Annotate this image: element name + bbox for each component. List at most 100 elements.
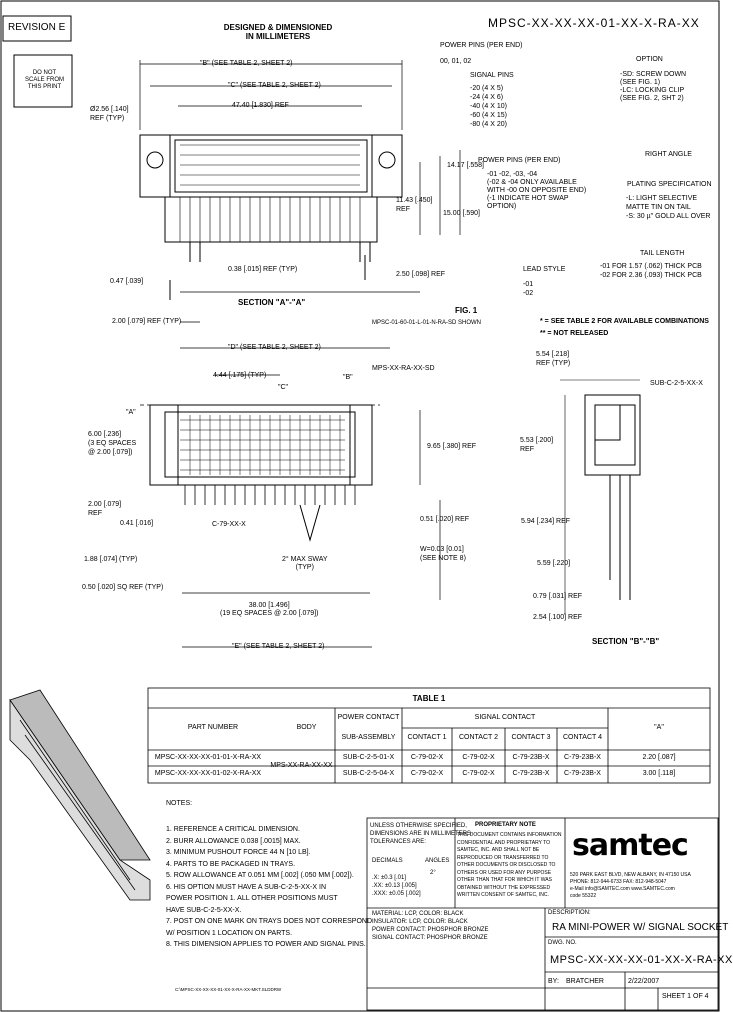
table-cell: 3.00 [.118] [642, 770, 676, 777]
date-value: 2/22/2007 [628, 978, 660, 985]
callout-power-per-end: POWER PINS (PER END) [478, 157, 561, 164]
section-aa-label: SECTION "A"-"A" [238, 298, 306, 307]
not-released-note: ** = NOT RELEASED [540, 330, 609, 337]
table-cell: SUB-C-2-5-01-X [342, 754, 395, 761]
sheet-number: SHEET 1 OF 4 [662, 993, 709, 1000]
dim-d: "D" (SEE TABLE 2, SHEET 2) [228, 344, 321, 351]
table-row: MPSC-XX-XX-XX-01-01-X-RA-XX [154, 754, 262, 761]
middle-connector-view [149, 404, 373, 542]
callout-plating: PLATING SPECIFICATION [627, 181, 712, 188]
table1-header-body: BODY [296, 724, 317, 731]
dim-1143: 11.43 [.450]REF [396, 197, 433, 213]
dim-553: 5.53 [.200]REF [520, 437, 554, 453]
do-not-scale-box [13, 54, 73, 108]
table1-header-power: POWER CONTACT [337, 714, 400, 721]
callout-power-per-end-list: -01 -02, -03, -04(-02 & -04 ONLY AVAILAB… [487, 171, 587, 210]
table1-contact2: CONTACT 2 [458, 734, 499, 741]
revision-label: REVISION E [8, 22, 66, 33]
table1-contact4: CONTACT 4 [562, 734, 603, 741]
dim-186: 1.88 [.074] (TYP) [84, 556, 138, 563]
file-path: C:\MPSC-XX-XX-XX-01-XX-X-RA-XX-MKT.SLDDR… [175, 987, 282, 992]
table1-sub-assembly: SUB-ASSEMBLY [341, 734, 396, 741]
top-connector-view [139, 134, 403, 262]
dim-e: "E" (SEE TABLE 2, SHEET 2) [232, 643, 325, 650]
dim-b: "B" (SEE TABLE 2, SHEET 2) [200, 60, 293, 67]
dwg-number: MPSC-XX-XX-XX-01-XX-X-RA-XX [550, 954, 733, 966]
callout-lead-list: -01-02 [523, 281, 534, 297]
see-table-note: * = SEE TABLE 2 FOR AVAILABLE COMBINATIO… [540, 318, 709, 325]
dim-38: 38.00 [1.496](19 EQ SPACES @ 2.00 [.079]… [220, 602, 319, 617]
table-row: MPSC-XX-XX-XX-01-02-X-RA-XX [154, 770, 262, 777]
callout-lead-style: LEAD STYLE [523, 266, 566, 273]
dim-047: 0.47 [.039] [110, 278, 144, 285]
dim-050: 0.50 [.020] SQ REF (TYP) [82, 584, 164, 591]
by-value: BRATCHER [566, 978, 604, 985]
dim-200a: 2.00 [.079] REF (TYP) [112, 318, 182, 325]
section-bb-view [560, 379, 641, 615]
notes-list: 1. REFERENCE A CRITICAL DIMENSION.2. BUR… [166, 826, 373, 948]
callout-tail-list: -01 FOR 1.57 (.062) THICK PCB-02 FOR 2.3… [600, 263, 702, 279]
callout-signal-list: -20 (4 X 5)-24 (4 X 6) -40 (4 X 10)-60 (… [470, 85, 507, 128]
section-a-marker: "A" [126, 409, 136, 416]
dim-444: 4.44 [.175] (TYP) [213, 372, 267, 379]
dim-554: 5.54 [.218]REF (TYP) [536, 351, 571, 367]
dim-965: 9.65 [.380] REF [427, 443, 477, 450]
dim-1417: 14.17 [.558] [447, 162, 484, 169]
description-label: DESCRIPTION: [548, 910, 591, 916]
callout-right-angle: RIGHT ANGLE [645, 151, 692, 158]
decimals-values: .X: ±0.3 [.01].XX: ±0.13 [.005].XXX: ±0.… [372, 875, 421, 897]
decimals-label: DECIMALS [372, 858, 403, 864]
table-cell: C-79-23B-X [564, 754, 601, 761]
table-cell: C-79-02-X [410, 770, 444, 777]
notes-title: NOTES: [166, 800, 193, 807]
table-cell: SUB-C-2-5-04-X [342, 770, 395, 777]
table1-header-a: "A" [654, 724, 664, 731]
callout-option-list: -SD: SCREW DOWN(SEE FIG. 1) -LC: LOCKING… [620, 71, 687, 102]
dwg-label: DWG. NO. [548, 940, 577, 946]
table-cell: C-79-23B-X [564, 770, 601, 777]
title-block [366, 817, 719, 1011]
angles-label: ANGLES [425, 858, 450, 864]
table1-body-value: MPS-XX-RA-XX-XX [270, 762, 333, 769]
table-cell: C-79-02-X [410, 754, 444, 761]
dim-051: 0.51 [.020] REF [420, 516, 470, 523]
table-cell: 2.20 [.087] [642, 754, 676, 761]
callout-tail-length: TAIL LENGTH [640, 250, 685, 257]
company-address: 520 PARK EAST BLVD, NEW ALBANY, IN 47150… [570, 872, 691, 899]
proprietary-title: PROPRIETARY NOTE [475, 822, 536, 828]
top-dimension-lines [139, 60, 461, 648]
callout-power-pins-values: 00, 01, 02 [440, 58, 472, 65]
description-value: RA MINI-POWER W/ SIGNAL SOCKET [552, 922, 729, 933]
dim-038: 0.38 [.015] REF (TYP) [228, 266, 298, 273]
callout-option: OPTION [636, 56, 663, 63]
dim-079: 0.79 [.031] REF [533, 593, 583, 600]
dim-250: 2.50 [.098] REF [396, 271, 446, 278]
samtec-logo: samtec [572, 828, 689, 863]
dim-256: Ø2.56 [.140]REF (TYP) [90, 106, 129, 122]
table-cell: C-79-23B-X [512, 770, 550, 777]
dim-1300: 15.00 [.590] [443, 210, 480, 217]
tolerances-text: UNLESS OTHERWISE SPECIFIED,DIMENSIONS AR… [370, 823, 472, 845]
figure-sublabel: MPSC-01-60-01-L-01-N-RA-SD SHOWN [372, 320, 482, 326]
wx-label: W=0.03 [0.01](SEE NOTE 8) [420, 546, 466, 562]
dim-041: 0.41 [.016] [120, 520, 154, 527]
by-label: BY: [548, 978, 559, 985]
mps-label: MPS-XX-RA-XX-SD [372, 365, 435, 372]
figure-label: FIG. 1 [455, 306, 478, 315]
table1-contact3: CONTACT 3 [511, 734, 551, 741]
dim-200b: 2.00 [.079]REF [88, 501, 122, 517]
callout-signal-pins: SIGNAL PINS [470, 72, 514, 79]
callout-power-pins: POWER PINS (PER END) [440, 42, 523, 49]
table1-contact1: CONTACT 1 [407, 734, 447, 741]
dim-47: 47.40 [1.830] REF [232, 102, 289, 109]
dim-254: 2.54 [.100] REF [533, 614, 583, 621]
section-c-marker: "C" [278, 384, 289, 391]
dim-559: 5.59 [.220] [537, 560, 571, 567]
table1-header-signal: SIGNAL CONTACT [474, 714, 536, 721]
